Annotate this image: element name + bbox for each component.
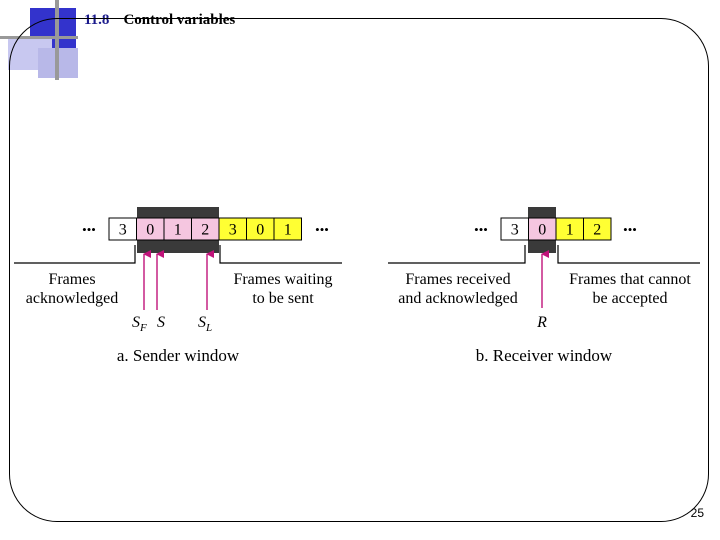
sl-pointer-label: SL: [198, 314, 212, 334]
page-number: 25: [690, 506, 704, 520]
receiver-cell-3: [583, 217, 612, 241]
receiver-caption: b. Receiver window: [476, 346, 613, 365]
sender-right-label-line1: Frames waiting: [233, 271, 332, 288]
sender-right-label-line2: to be sent: [252, 290, 314, 307]
sender-cell-label-5: 0: [256, 222, 264, 239]
sender-cell-label-0: 3: [119, 222, 127, 239]
receiver-ellipsis-left: •••: [474, 222, 488, 237]
sender-right-bracket: [219, 245, 342, 264]
slide-title: 11.8 Control variables: [84, 12, 235, 29]
sl-subscript: L: [205, 322, 212, 334]
sender-cell-label-3: 2: [201, 222, 209, 239]
sender-cell-label-2: 1: [174, 222, 182, 239]
s-pointer-label: S: [157, 314, 165, 331]
decor-line-vertical: [55, 0, 59, 80]
section-title: Control variables: [123, 12, 236, 28]
receiver-right-label-line1: Frames that cannot: [569, 271, 691, 288]
sender-cell-6: [273, 217, 302, 241]
r-pointer-label: R: [536, 314, 547, 331]
receiver-left-bracket: [388, 245, 526, 264]
receiver-window: ••• 3 0 1 2 ••• Frames received and acknowl…: [388, 207, 700, 365]
receiver-cells: 3 0 1 2: [500, 217, 612, 241]
receiver-left-label-line2: and acknowledged: [398, 290, 518, 307]
content-frame: [9, 18, 709, 522]
sender-caption: a. Sender window: [117, 346, 240, 365]
receiver-right-label-line2: be accepted: [592, 290, 667, 307]
sender-ellipsis-right: •••: [315, 222, 329, 237]
sender-ellipsis-left: •••: [82, 222, 96, 237]
receiver-ellipsis-right: •••: [623, 222, 637, 237]
sf-letter: S: [132, 314, 140, 331]
receiver-cell-label-3: 2: [593, 222, 601, 239]
section-number: 11.8: [84, 12, 110, 28]
sl-letter: S: [198, 314, 206, 331]
sf-pointer-label: SF: [132, 314, 147, 334]
sf-subscript: F: [139, 322, 147, 334]
sender-left-label-line1: Frames: [48, 271, 95, 288]
receiver-cell-label-1: 0: [538, 222, 546, 239]
sender-window: ••• 3 0 1 2 3 0 1 ••• Frames acknowledged Fram…: [14, 207, 342, 365]
sender-cell-label-6: 1: [284, 222, 292, 239]
receiver-cell-label-0: 3: [511, 222, 519, 239]
sender-cells: 3 0 1 2 3 0 1: [108, 217, 302, 241]
receiver-right-bracket: [557, 245, 700, 264]
sender-left-bracket: [14, 245, 136, 264]
sender-cell-label-1: 0: [146, 222, 154, 239]
sender-cell-label-4: 3: [229, 222, 237, 239]
receiver-left-label-line1: Frames received: [405, 271, 510, 288]
receiver-cell-label-2: 1: [566, 222, 574, 239]
sender-left-label-line2: acknowledged: [26, 290, 118, 307]
